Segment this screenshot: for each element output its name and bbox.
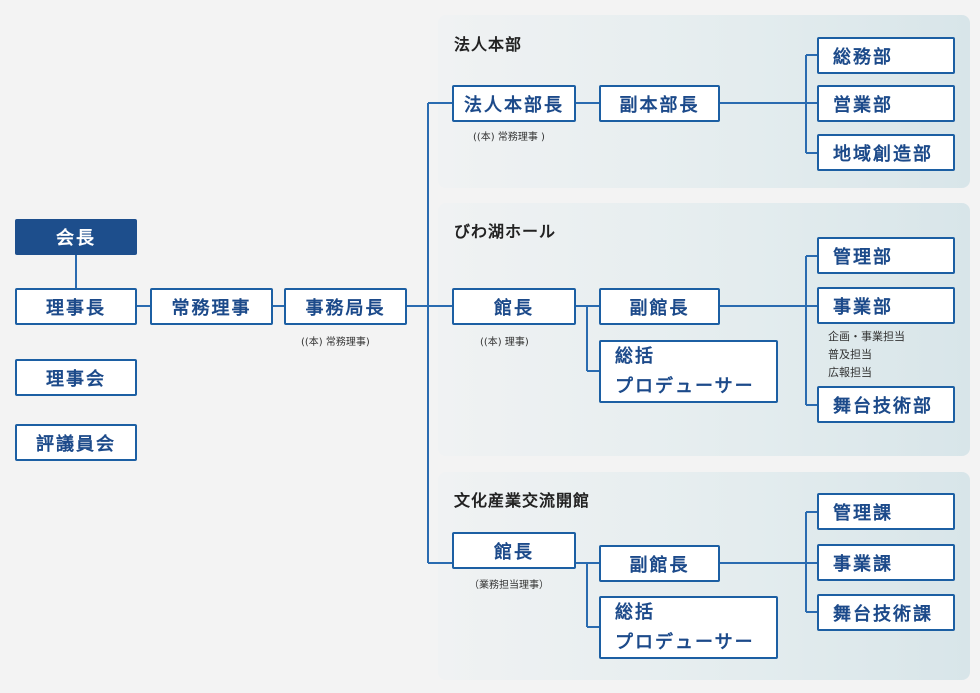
secretary-general-note: ((本) 常務理事) <box>301 337 370 348</box>
culture-deputy-box: 副館長 <box>599 545 720 582</box>
hq-head-box: 法人本部長 <box>452 85 576 122</box>
biwako-producer-box: 総括 プロデューサー <box>599 340 778 403</box>
hq-head-note: ((本) 常務理事 ) <box>473 132 545 143</box>
culture-producer-box: 総括 プロデューサー <box>599 596 778 659</box>
hq-dept-soumu: 総務部 <box>817 37 955 74</box>
culture-producer-line2: プロデューサー <box>615 631 755 653</box>
hq-dept-chiiki: 地域創造部 <box>817 134 955 171</box>
culture-producer-line1: 総括 <box>615 601 655 623</box>
culture-dept-jigyo: 事業課 <box>817 544 955 581</box>
biwako-dept-butai: 舞台技術部 <box>817 386 955 423</box>
biwako-deputy-box: 副館長 <box>599 288 720 325</box>
secretary-general-box: 事務局長 <box>284 288 407 325</box>
hq-title: 法人本部 <box>454 35 523 54</box>
culture-head-box: 館長 <box>452 532 576 569</box>
biwako-head-box: 館長 <box>452 288 576 325</box>
jigyo-note-outreach: 普及担当 <box>828 348 872 361</box>
biwako-head-note: ((本) 理事) <box>480 337 529 348</box>
biwako-jigyo-notes: 企画・事業担当 普及担当 広報担当 <box>828 328 905 382</box>
biwako-producer-line1: 総括 <box>615 345 655 367</box>
biwako-title: びわ湖ホール <box>454 222 557 241</box>
culture-dept-butai: 舞台技術課 <box>817 594 955 631</box>
biwako-dept-kanri: 管理部 <box>817 237 955 274</box>
culture-dept-kanri: 管理課 <box>817 493 955 530</box>
biwako-dept-jigyo: 事業部 <box>817 287 955 324</box>
hq-deputy-box: 副本部長 <box>599 85 720 122</box>
board-box: 理事会 <box>15 359 137 396</box>
culture-head-note: （業務担当理事） <box>469 580 549 591</box>
biwako-producer-line2: プロデューサー <box>615 375 755 397</box>
council-box: 評議員会 <box>15 424 137 461</box>
hq-dept-eigyo: 営業部 <box>817 85 955 122</box>
managing-director-box: 常務理事 <box>150 288 273 325</box>
jigyo-note-planning: 企画・事業担当 <box>828 330 905 343</box>
jigyo-note-pr: 広報担当 <box>828 366 872 379</box>
director-box: 理事長 <box>15 288 137 325</box>
culture-title: 文化産業交流開館 <box>454 491 591 510</box>
chairman-box: 会長 <box>15 219 137 255</box>
